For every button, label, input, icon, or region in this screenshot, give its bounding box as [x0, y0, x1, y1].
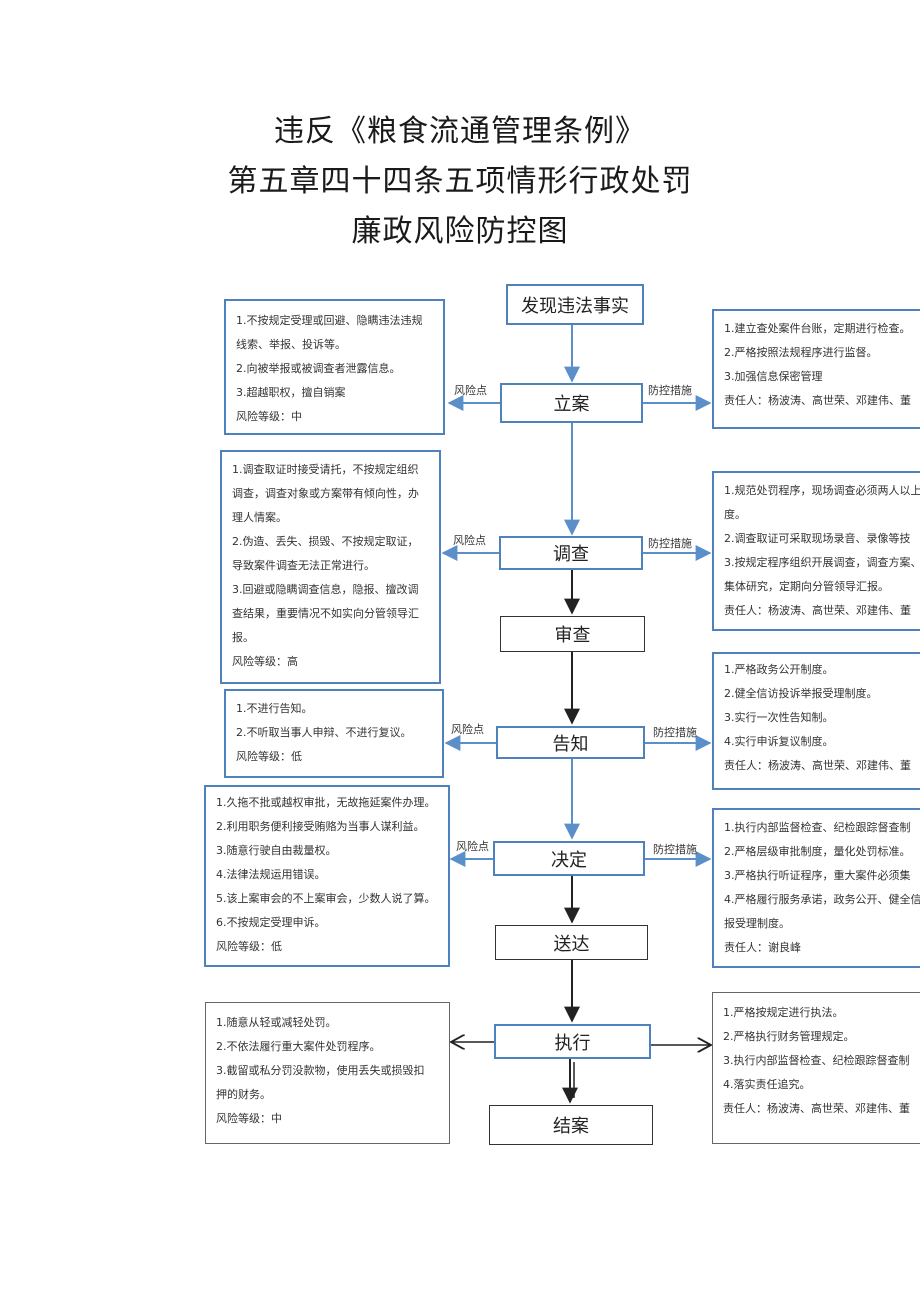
risk-panel-jueding: 1.久拖不批或越权审批，无故拖延案件办理。 2.利用职务便利接受贿赂为当事人谋利… — [204, 785, 450, 967]
risk-level-jueding: 风险等级：低 — [216, 940, 282, 953]
measure-gaozhi-line: 2.健全信访投诉举报受理制度。 — [724, 687, 878, 700]
measure-jueding-line: 1.执行内部监督检查、纪检跟踪督查制 — [724, 821, 911, 834]
risk-diaocha-line: 2.伪造、丢失、损毁、不按规定取证， — [232, 535, 419, 548]
risk-jueding-line: 3.随意行驶自由裁量权。 — [216, 844, 337, 857]
risk-lian-line: 3.超越职权，擅自销案 — [236, 386, 346, 399]
risk-zhixing-line: 3.截留或私分罚没款物，使用丢失或损毁扣 — [216, 1064, 425, 1077]
measure-zhixing-line: 4.落实责任追究。 — [723, 1078, 811, 1091]
measure-tag-gaozhi: 防控措施 — [653, 726, 697, 739]
measure-jueding-line: 4.严格履行服务承诺，政务公开、健全信 — [724, 893, 920, 906]
risk-level-zhixing: 风险等级：中 — [216, 1112, 282, 1125]
risk-zhixing-line: 2.不依法履行重大案件处罚程序。 — [216, 1040, 381, 1053]
risk-tag-jueding: 风险点 — [456, 840, 489, 853]
measure-jueding-owner: 责任人：谢良峰 — [724, 941, 801, 954]
measure-panel-jueding: 1.执行内部监督检查、纪检跟踪督查制 2.严格层级审批制度，量化处罚标准。 3.… — [712, 808, 920, 968]
measure-tag-lian: 防控措施 — [648, 384, 692, 397]
risk-panel-zhixing: 1.随意从轻或减轻处罚。 2.不依法履行重大案件处罚程序。 3.截留或私分罚没款… — [205, 1002, 450, 1144]
risk-jueding-line: 4.法律法规运用错误。 — [216, 868, 326, 881]
node-diaocha: 调查 — [499, 536, 643, 570]
risk-level-diaocha: 风险等级：高 — [232, 655, 298, 668]
risk-diaocha-line: 查结果，重要情况不如实向分管领导汇 — [232, 607, 419, 620]
measure-jueding-line: 3.严格执行听证程序，重大案件必须集 — [724, 869, 911, 882]
measure-gaozhi-line: 1.严格政务公开制度。 — [724, 663, 834, 676]
risk-jueding-line: 1.久拖不批或越权审批，无故拖延案件办理。 — [216, 796, 436, 809]
risk-panel-lian: 1.不按规定受理或回避、隐瞒违法违规 线索、举报、投诉等。 2.向被举报或被调查… — [224, 299, 445, 435]
risk-diaocha-line: 调查，调查对象或方案带有倾向性，办 — [232, 487, 419, 500]
measure-lian-line: 1.建立查处案件台账，定期进行检查。 — [724, 322, 911, 335]
measure-diaocha-line: 度。 — [724, 508, 746, 521]
measure-lian-owner: 责任人：杨波涛、高世荣、邓建伟、董 — [724, 394, 911, 407]
measure-lian-line: 2.严格按照法规程序进行监督。 — [724, 346, 878, 359]
risk-panel-gaozhi: 1.不进行告知。 2.不听取当事人申辩、不进行复议。 风险等级：低 — [224, 689, 444, 778]
node-jiean: 结案 — [489, 1105, 653, 1145]
measure-panel-diaocha: 1.规范处罚程序，现场调查必须两人以上 度。 2.调查取证可采取现场录音、录像等… — [712, 471, 920, 631]
measure-jueding-line: 报受理制度。 — [724, 917, 790, 930]
risk-gaozhi-line: 2.不听取当事人申辩、不进行复议。 — [236, 726, 412, 739]
title-line-1: 违反《粮食流通管理条例》 — [274, 114, 646, 149]
risk-tag-gaozhi: 风险点 — [451, 723, 484, 736]
measure-diaocha-owner: 责任人：杨波涛、高世荣、邓建伟、董 — [724, 604, 911, 617]
measure-diaocha-line: 2.调查取证可采取现场录音、录像等技 — [724, 532, 911, 545]
node-songda: 送达 — [495, 925, 648, 960]
risk-level-lian: 风险等级：中 — [236, 410, 302, 423]
risk-diaocha-line: 理人情案。 — [232, 511, 287, 524]
measure-zhixing-line: 3.执行内部监督检查、纪检跟踪督查制 — [723, 1054, 910, 1067]
risk-level-gaozhi: 风险等级：低 — [236, 750, 302, 763]
risk-lian-line: 2.向被举报或被调查者泄露信息。 — [236, 362, 401, 375]
risk-tag-lian: 风险点 — [454, 384, 487, 397]
measure-tag-jueding: 防控措施 — [653, 843, 697, 856]
node-zhixing: 执行 — [494, 1024, 651, 1059]
measure-diaocha-line: 集体研究，定期向分管领导汇报。 — [724, 580, 889, 593]
measure-zhixing-line: 2.严格执行财务管理规定。 — [723, 1030, 855, 1043]
risk-diaocha-line: 导致案件调查无法正常进行。 — [232, 559, 375, 572]
risk-diaocha-line: 1.调查取证时接受请托，不按规定组织 — [232, 463, 419, 476]
risk-lian-line: 1.不按规定受理或回避、隐瞒违法违规 — [236, 314, 423, 327]
risk-jueding-line: 2.利用职务便利接受贿赂为当事人谋利益。 — [216, 820, 425, 833]
risk-panel-diaocha: 1.调查取证时接受请托，不按规定组织 调查，调查对象或方案带有倾向性，办 理人情… — [220, 450, 441, 684]
measure-zhixing-line: 1.严格按规定进行执法。 — [723, 1006, 844, 1019]
risk-gaozhi-line: 1.不进行告知。 — [236, 702, 313, 715]
risk-jueding-line: 5.该上案审会的不上案审会，少数人说了算。 — [216, 892, 436, 905]
title-line-3: 廉政风险防控图 — [351, 214, 569, 249]
node-shencha: 审查 — [500, 616, 645, 652]
measure-panel-gaozhi: 1.严格政务公开制度。 2.健全信访投诉举报受理制度。 3.实行一次性告知制。 … — [712, 652, 920, 790]
measure-gaozhi-line: 4.实行申诉复议制度。 — [724, 735, 834, 748]
risk-diaocha-line: 3.回避或隐瞒调查信息，隐报、擅改调 — [232, 583, 419, 596]
risk-jueding-line: 6.不按规定受理申诉。 — [216, 916, 326, 929]
risk-zhixing-line: 1.随意从轻或减轻处罚。 — [216, 1016, 337, 1029]
risk-zhixing-line: 押的财务。 — [216, 1088, 271, 1101]
measure-panel-lian: 1.建立查处案件台账，定期进行检查。 2.严格按照法规程序进行监督。 3.加强信… — [712, 309, 920, 429]
risk-tag-diaocha: 风险点 — [453, 534, 486, 547]
measure-panel-zhixing: 1.严格按规定进行执法。 2.严格执行财务管理规定。 3.执行内部监督检查、纪检… — [712, 992, 920, 1144]
node-lian: 立案 — [500, 383, 643, 423]
node-gaozhi: 告知 — [496, 726, 645, 759]
risk-diaocha-line: 报。 — [232, 631, 254, 644]
measure-lian-line: 3.加强信息保密管理 — [724, 370, 823, 383]
node-start: 发现违法事实 — [506, 284, 644, 325]
node-jueding: 决定 — [493, 841, 645, 876]
title-line-2: 第五章四十四条五项情形行政处罚 — [227, 164, 693, 199]
measure-zhixing-owner: 责任人：杨波涛、高世荣、邓建伟、董 — [723, 1102, 910, 1115]
risk-lian-line: 线索、举报、投诉等。 — [236, 338, 346, 351]
measure-jueding-line: 2.严格层级审批制度，量化处罚标准。 — [724, 845, 911, 858]
measure-gaozhi-owner: 责任人：杨波涛、高世荣、邓建伟、董 — [724, 759, 911, 772]
measure-gaozhi-line: 3.实行一次性告知制。 — [724, 711, 834, 724]
measure-diaocha-line: 3.按规定程序组织开展调查，调查方案、 — [724, 556, 920, 569]
measure-tag-diaocha: 防控措施 — [648, 537, 692, 550]
measure-diaocha-line: 1.规范处罚程序，现场调查必须两人以上 — [724, 484, 920, 497]
